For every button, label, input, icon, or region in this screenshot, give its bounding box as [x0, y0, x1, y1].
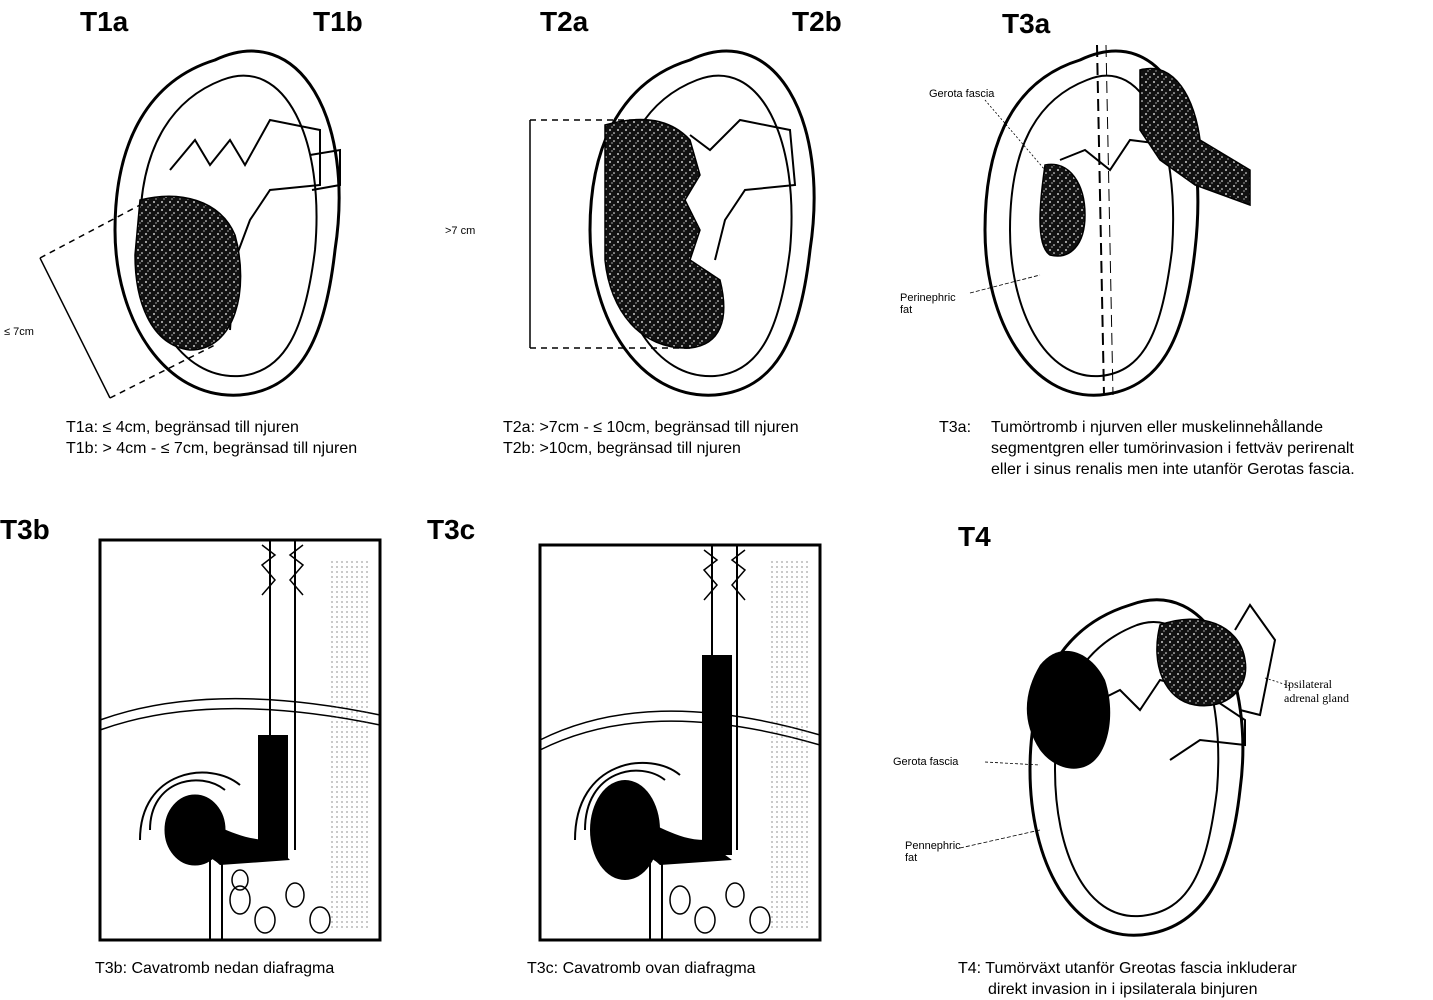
t1-size-label: ≤ 7cm — [4, 326, 34, 338]
t3a-caption-line3: eller i sinus renalis men inte utanför G… — [991, 459, 1355, 480]
t4-adrenal-label-line1: Ipsilateral — [1284, 677, 1332, 691]
t2b-caption-line: T2b: >10cm, begränsad till njuren — [503, 438, 799, 459]
stage-title-t2b: T2b — [792, 8, 842, 36]
t1-kidney-illustration — [40, 51, 340, 398]
t1b-caption-line: T1b: > 4cm - ≤ 7cm, begränsad till njure… — [66, 438, 357, 459]
t3a-gerota-fascia-label: Gerota fascia — [929, 88, 994, 100]
t4-perinephric-label-line2: fat — [905, 852, 917, 864]
t3a-caption-line2: segmentgren eller tumörinvasion i fettvä… — [991, 438, 1355, 459]
stage-title-t2a: T2a — [540, 8, 588, 36]
t4-caption-line1: T4: Tumörväxt utanför Greotas fascia ink… — [958, 958, 1297, 979]
stage-title-t1a: T1a — [80, 8, 128, 36]
t2-kidney-illustration — [530, 51, 814, 395]
stage-title-t3a: T3a — [1002, 10, 1050, 38]
stage-title-t1b: T1b — [313, 8, 363, 36]
t4-adrenal-label-line2: adrenal gland — [1284, 691, 1349, 705]
t1a-caption-line: T1a: ≤ 4cm, begränsad till njuren — [66, 417, 357, 438]
t2-size-label: >7 cm — [445, 225, 475, 237]
t3a-perinephric-label-line2: fat — [900, 304, 912, 316]
t4-perinephric-label-line1: Pennephric — [905, 840, 961, 852]
t3c-caption: T3c: Cavatromb ovan diafragma — [527, 958, 756, 979]
stage-title-t3c: T3c — [427, 516, 475, 544]
t3a-perinephric-label-line1: Perinephric — [900, 292, 956, 304]
t3a-caption-line1: Tumörtromb i njurven eller muskelinnehål… — [991, 417, 1355, 438]
t4-gerota-fascia-label: Gerota fascia — [893, 756, 958, 768]
t3a-caption-label: T3a: — [939, 417, 991, 480]
t2-caption: T2a: >7cm - ≤ 10cm, begränsad till njure… — [503, 417, 799, 459]
t4-caption: T4: Tumörväxt utanför Greotas fascia ink… — [958, 958, 1297, 1000]
stage-title-t3b: T3b — [0, 516, 50, 544]
t2a-caption-line: T2a: >7cm - ≤ 10cm, begränsad till njure… — [503, 417, 799, 438]
t3a-kidney-illustration — [970, 45, 1250, 395]
stage-title-t4: T4 — [958, 523, 991, 551]
t4-caption-line2: direkt invasion in i ipsilaterala binjur… — [958, 979, 1297, 1000]
t3b-caption: T3b: Cavatromb nedan diafragma — [95, 958, 334, 979]
t4-kidney-illustration — [960, 600, 1290, 935]
t3a-caption: T3a: Tumörtromb i njurven eller muskelin… — [939, 417, 1355, 480]
t3b-vena-cava-illustration — [100, 540, 380, 940]
t1-caption: T1a: ≤ 4cm, begränsad till njuren T1b: >… — [66, 417, 357, 459]
t3c-vena-cava-illustration — [540, 545, 820, 940]
